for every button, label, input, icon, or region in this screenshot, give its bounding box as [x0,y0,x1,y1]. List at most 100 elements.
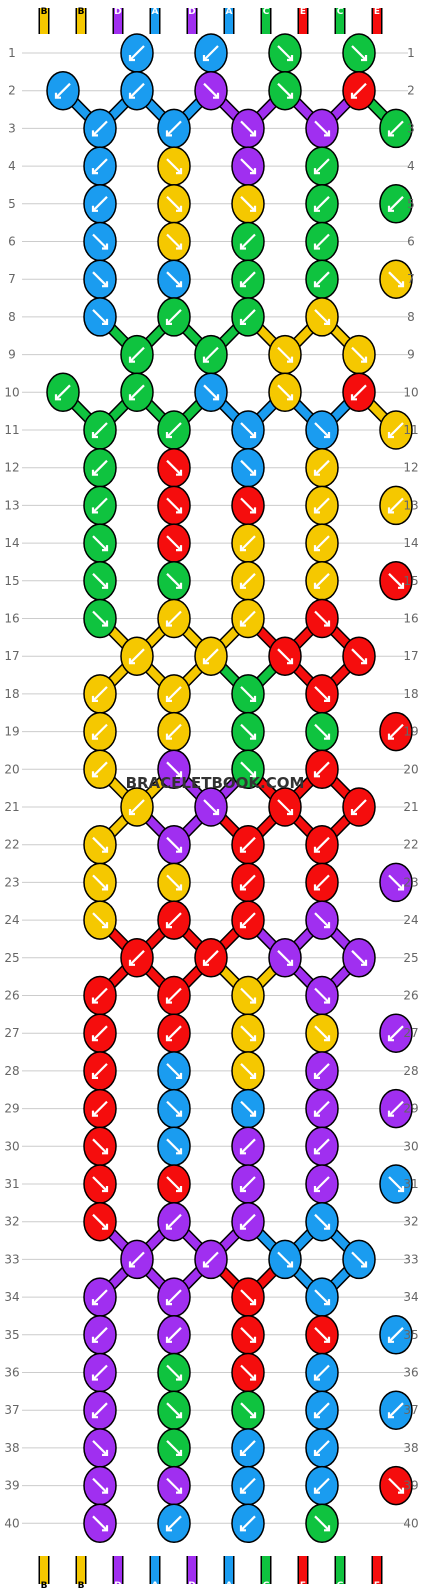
knot-arrow-icon [314,1176,330,1192]
knot-arrow-icon [240,761,256,778]
knot-arrowhead-icon [250,432,257,439]
knot [83,1013,117,1053]
knot-arrowhead-icon [387,130,394,137]
knot-arrow-icon [92,1327,108,1343]
knot [46,70,80,111]
knot [157,975,191,1016]
knot-arrow-icon [240,1364,256,1381]
knot-arrowhead-icon [202,959,209,966]
knot-arrowhead-icon [287,959,294,966]
knot-arrow-icon [92,1176,108,1192]
knot-arrow-icon [166,723,182,740]
knot-arrow-icon [166,271,182,287]
knot-arrow-icon [240,309,256,325]
knot-arrow-icon [92,723,108,740]
knot [83,561,117,601]
knot-arrow-icon [314,422,330,438]
knot-arrow-icon [166,1364,182,1381]
knot-arrowhead-icon [361,658,368,665]
knot [305,1277,339,1317]
knot-arrow-icon [92,610,108,627]
knot [157,146,191,186]
row-number-left: 19 [4,725,19,739]
knot-arrow-icon [314,1025,330,1041]
knot-arrow-icon [92,1477,108,1494]
row-number-left: 15 [4,574,19,588]
knot [83,108,117,149]
knot-arrow-icon [314,309,330,325]
knot [379,561,413,601]
knot [231,1126,265,1167]
knot-arrow-icon [314,158,330,174]
knot [379,1164,413,1204]
knot-arrowhead-icon [250,205,257,212]
knot [342,938,376,978]
knot-arrowhead-icon [387,1035,394,1042]
knot-arrowhead-icon [91,1412,98,1419]
knot [231,1013,265,1053]
knot-arrow-icon [240,422,256,438]
knot-arrowhead-icon [250,1336,257,1343]
knot-arrow-icon [240,1327,256,1343]
row-number-left: 3 [8,121,16,135]
knot-arrow-icon [240,158,256,174]
knot-arrowhead-icon [176,582,183,589]
knot [83,824,117,865]
knot [305,1051,339,1091]
knot-arrow-icon [166,1138,182,1155]
knot-arrowhead-icon [102,1186,109,1193]
knot-arrow-icon [92,1063,108,1079]
knot [120,70,154,111]
knot-arrowhead-icon [102,243,109,250]
knot-arrow-icon [55,82,71,99]
knot [157,1201,191,1242]
knot-arrowhead-icon [250,1035,257,1042]
strand-label-top: A [152,7,159,17]
knot-arrow-icon [166,1327,182,1343]
knot-arrowhead-icon [398,281,405,288]
knot [83,900,117,940]
knot-arrow-icon [240,196,256,212]
knot [305,1428,339,1468]
knot [379,711,413,752]
knot-arrow-icon [92,761,108,778]
row-number-left: 33 [4,1252,19,1266]
row-number-left: 28 [4,1064,19,1078]
row-number-left: 12 [4,461,19,475]
knot-arrowhead-icon [102,922,109,929]
knot [157,824,191,865]
knot [268,70,302,111]
knot [83,485,117,526]
knot-arrowhead-icon [350,809,357,816]
knot-arrowhead-icon [176,1186,183,1193]
knot [305,146,339,186]
knot [157,674,191,714]
knot-arrowhead-icon [91,1374,98,1381]
knot-arrowhead-icon [387,432,394,439]
knot-arrow-icon [240,1213,256,1230]
knot-arrow-icon [314,723,330,740]
row-number-right: 33 [403,1252,418,1266]
knot [194,70,228,111]
knot-arrowhead-icon [250,771,257,778]
knot-arrowhead-icon [202,55,209,62]
knot-arrowhead-icon [128,809,135,816]
row-number-right: 34 [403,1290,418,1304]
knot-arrowhead-icon [239,1525,246,1532]
row-number-right: 32 [403,1215,418,1229]
knot-arrowhead-icon [165,1223,172,1230]
knot-arrowhead-icon [202,356,209,363]
knot-arrowhead-icon [165,1525,172,1532]
knot-arrowhead-icon [176,1449,183,1457]
row-number-left: 32 [4,1215,19,1229]
knot-arrow-icon [388,422,404,438]
knot-arrow-icon [314,686,330,702]
knot [231,975,265,1016]
row-number-left: 18 [4,687,19,701]
knot-arrow-icon [92,1138,108,1155]
knot-arrow-icon [240,120,256,137]
row-number-left: 35 [4,1328,19,1342]
knot-arrowhead-icon [91,507,98,514]
knot-arrowhead-icon [350,92,357,99]
